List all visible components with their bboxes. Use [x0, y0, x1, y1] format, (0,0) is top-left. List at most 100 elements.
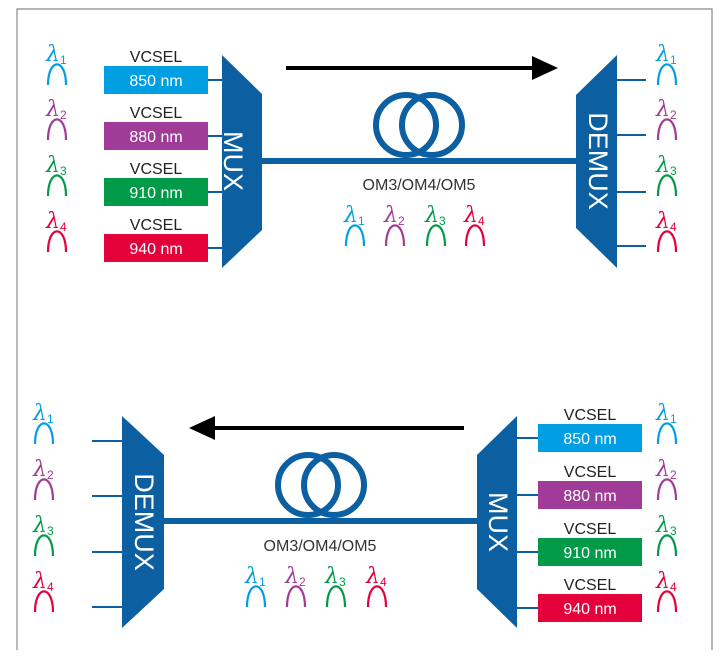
- wavelength-arch: [344, 224, 366, 247]
- wavelength-box: [538, 594, 642, 622]
- wavelength-arch: [33, 478, 55, 501]
- lambda-subscript: 3: [47, 524, 54, 538]
- lambda-subscript: 2: [299, 575, 306, 589]
- lambda-subscript: 1: [358, 214, 365, 228]
- vcsel-label: VCSEL: [564, 577, 617, 594]
- lambda-subscript: 3: [60, 164, 67, 178]
- wavelength-box: [538, 538, 642, 566]
- vcsel-label: VCSEL: [564, 521, 617, 538]
- lambda-subscript: 3: [670, 164, 677, 178]
- wavelength-box: [538, 481, 642, 509]
- wavelength-arch: [656, 230, 678, 253]
- lambda-subscript: 1: [670, 53, 677, 67]
- lambda-symbol: λ: [655, 153, 670, 178]
- lambda-symbol: λ: [45, 153, 60, 178]
- vcsel-label: VCSEL: [130, 49, 183, 66]
- lambda-symbol: λ: [383, 203, 398, 228]
- lambda-symbol: λ: [32, 401, 47, 426]
- lambda-symbol: λ: [655, 209, 670, 234]
- demux-output-ticks: [617, 79, 646, 247]
- lambda-subscript: 1: [47, 412, 54, 426]
- demux-block: [576, 55, 617, 268]
- wavelength-value: 850 nm: [563, 431, 616, 448]
- wavelength-arch: [656, 478, 678, 501]
- wavelength-arch: [325, 585, 347, 608]
- lambda-subscript: 2: [670, 108, 677, 122]
- fiber-coil-icon: [275, 452, 367, 518]
- demux-label: DEMUX: [583, 112, 613, 210]
- wavelength-arch: [46, 118, 68, 141]
- lambda-symbol: λ: [324, 564, 339, 589]
- lambda-symbol: λ: [655, 97, 670, 122]
- wavelength-box: [104, 122, 208, 150]
- wavelength-arch: [33, 534, 55, 557]
- lambda-subscript: 1: [60, 53, 67, 67]
- lambda-subscript: 3: [439, 214, 446, 228]
- lambda-subscript: 2: [670, 468, 677, 482]
- wavelength-value: 880 nm: [563, 488, 616, 505]
- wavelength-arch: [33, 422, 55, 445]
- lambda-symbol: λ: [365, 564, 380, 589]
- lambda-symbol: λ: [45, 97, 60, 122]
- wavelength-arch: [245, 585, 267, 608]
- mux-label: MUX: [483, 492, 513, 552]
- frame-border: [16, 8, 713, 650]
- lambda-subscript: 4: [670, 580, 677, 594]
- lambda-symbol: λ: [655, 42, 670, 67]
- wavelength-arch: [656, 63, 678, 86]
- lambda-subscript: 4: [670, 220, 677, 234]
- lambda-symbol: λ: [655, 457, 670, 482]
- wavelength-box: [104, 66, 208, 94]
- lambda-symbol: λ: [244, 564, 259, 589]
- lambda-symbol: λ: [424, 203, 439, 228]
- lambda-subscript: 4: [60, 220, 67, 234]
- lambda-symbol: λ: [32, 569, 47, 594]
- wavelength-arch: [656, 422, 678, 445]
- fiber-coil-icon: [373, 92, 465, 158]
- wavelength-box: [538, 424, 642, 452]
- wavelength-arch: [656, 174, 678, 197]
- lambda-symbol: λ: [655, 569, 670, 594]
- wavelength-value: 910 nm: [129, 185, 182, 202]
- vcsel-3: VCSEL 910 nm: [104, 161, 222, 206]
- fiber-label: OM3/OM4/OM5: [264, 538, 377, 555]
- vcsel-label: VCSEL: [130, 161, 183, 178]
- wavelength-arch: [33, 590, 55, 613]
- vcsel-label: VCSEL: [130, 105, 183, 122]
- lambda-symbol: λ: [463, 203, 478, 228]
- lambda-subscript: 4: [380, 575, 387, 589]
- lambda-symbol: λ: [655, 513, 670, 538]
- lambda-subscript: 4: [478, 214, 485, 228]
- arrow-left-icon: [189, 416, 464, 440]
